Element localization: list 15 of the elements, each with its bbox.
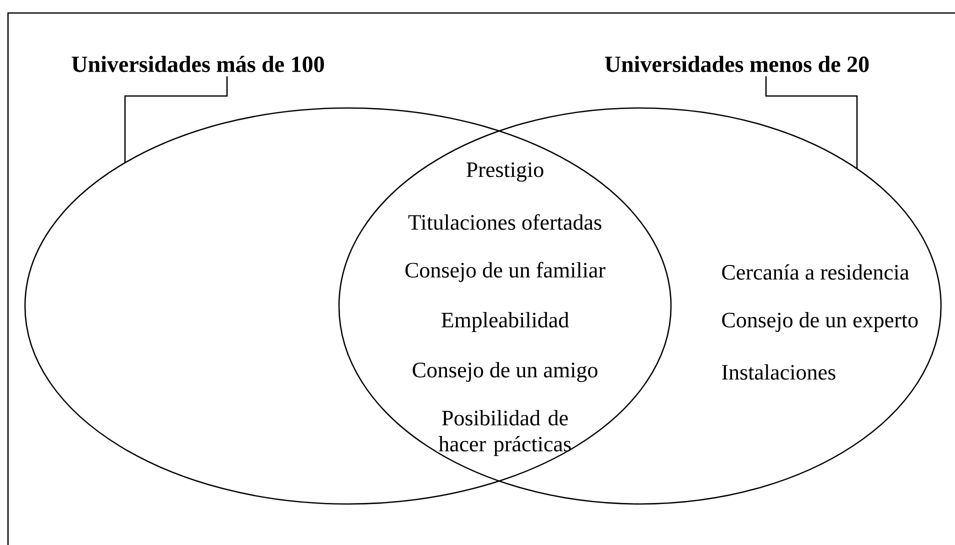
label: Posibilidad de hacer prácticas: [438, 410, 571, 456]
title: Universidades más de 100: [72, 56, 324, 72]
label: Empleabilidad: [442, 312, 569, 332]
leader-line: [124, 76, 228, 163]
label: Prestigio: [466, 162, 544, 182]
label: Consejo de un experto: [722, 312, 918, 332]
title: Universidades menos de 20: [605, 56, 869, 72]
label: Consejo de un amigo: [412, 362, 598, 382]
label: Cercanía a residencia: [722, 264, 910, 280]
label: Consejo de un familiar: [405, 262, 606, 282]
ellipse: [338, 107, 942, 505]
leader-line: [765, 76, 858, 169]
label: Instalaciones: [722, 364, 836, 380]
label: Titulaciones ofertadas: [408, 214, 602, 230]
ellipse: [24, 107, 672, 505]
